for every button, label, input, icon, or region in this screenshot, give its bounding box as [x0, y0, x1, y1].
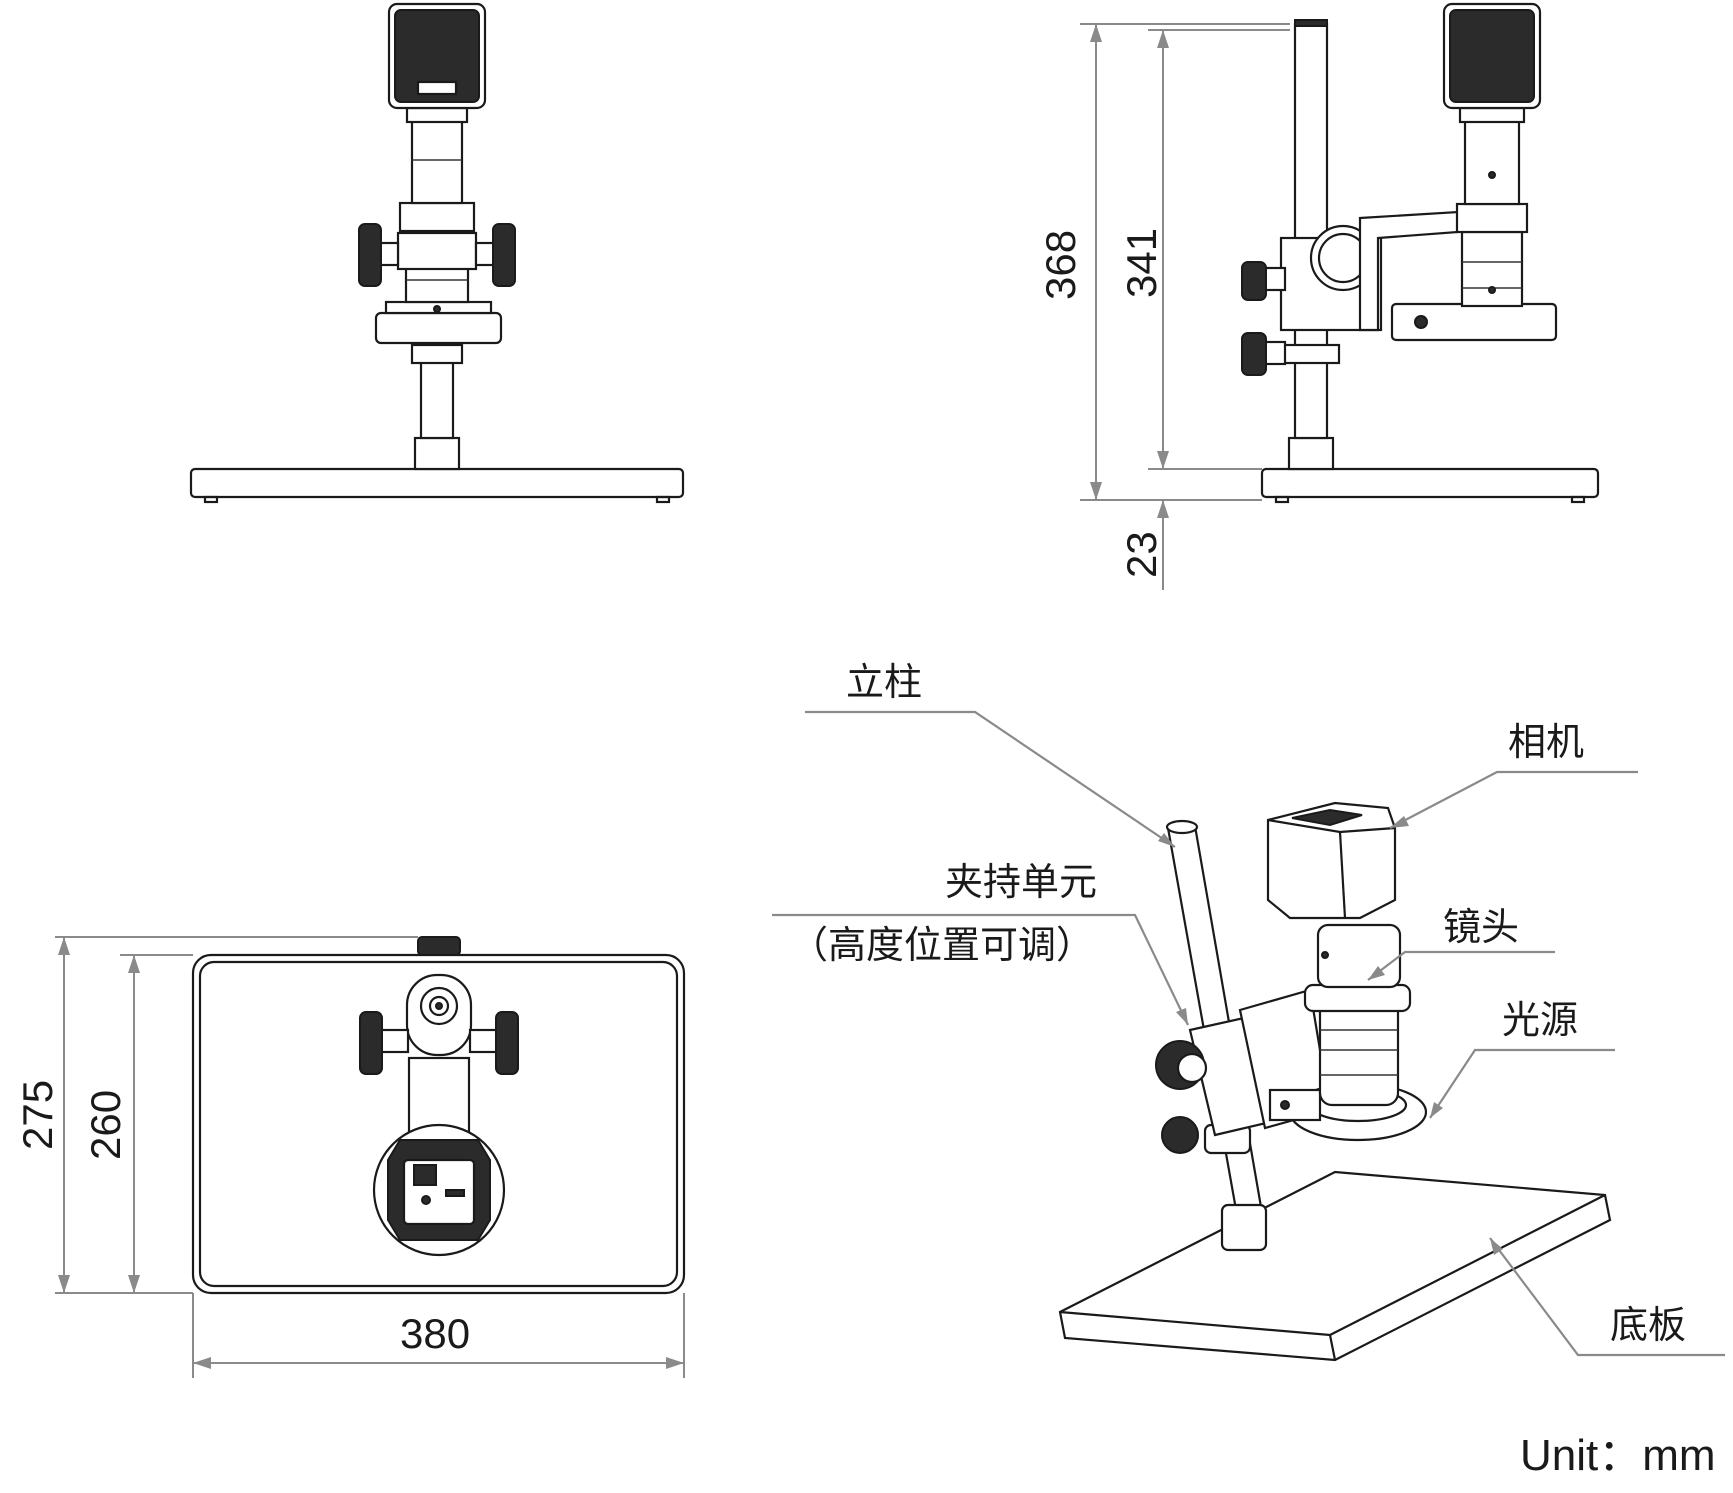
dim-275: 275 [14, 1080, 61, 1150]
label-base-plate: 底板 [1610, 1303, 1686, 1347]
dim-260: 260 [82, 1090, 129, 1160]
top-view [191, 936, 686, 1295]
label-clamp-unit: 夹持单元 [945, 860, 1097, 904]
label-light-source: 光源 [1502, 998, 1578, 1042]
label-camera: 相机 [1508, 720, 1584, 764]
callout-leaders [772, 710, 1725, 1357]
dim-368: 368 [1037, 230, 1084, 300]
dim-380: 380 [400, 1310, 470, 1357]
side-view [1241, 2, 1600, 504]
base-dimensions [55, 936, 685, 1378]
dim-23: 23 [1118, 531, 1165, 578]
height-dimensions [1080, 23, 1290, 590]
label-lens: 镜头 [1443, 905, 1519, 949]
front-view [189, 2, 685, 504]
isometric-view [1058, 801, 1612, 1362]
label-column: 立柱 [846, 660, 922, 704]
unit-note: Unit：mm [1520, 1431, 1716, 1480]
label-clamp-note: （高度位置可调） [790, 923, 1094, 967]
dim-341: 341 [1118, 228, 1165, 298]
